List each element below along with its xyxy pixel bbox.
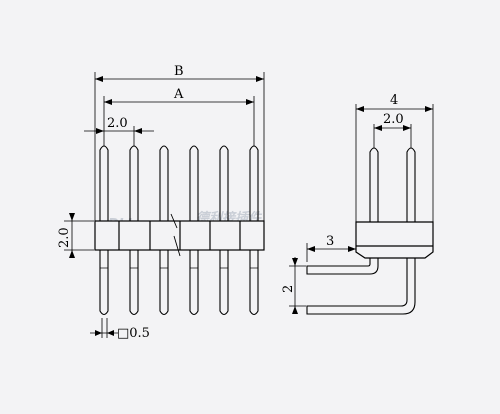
front-extension-lines (64, 72, 265, 338)
label-4: 4 (390, 93, 398, 108)
side-bent-pins (306, 258, 416, 315)
label-pitch-side: 2.0 (383, 112, 404, 127)
dimension-pin-square (90, 330, 118, 336)
label-height-front: 2.0 (57, 227, 72, 248)
dimension-4 (356, 106, 433, 112)
lower-pins (99, 250, 259, 316)
front-view (64, 72, 265, 338)
label-3: 3 (326, 234, 334, 249)
dimension-pitch-front (84, 128, 154, 134)
insulator-housing (94, 213, 265, 257)
dimension-3 (307, 246, 356, 252)
side-upper-pins (369, 147, 416, 222)
dimension-2 (292, 257, 298, 314)
side-housing (355, 221, 434, 259)
side-extension-lines (289, 104, 434, 307)
dimension-a (104, 99, 254, 105)
label-pin-square: □0.5 (117, 326, 150, 341)
label-2: 2 (281, 285, 296, 293)
upper-pins (99, 145, 259, 222)
dimension-height-front (69, 213, 75, 258)
dimension-pitch-side (374, 125, 411, 131)
dimension-b (95, 76, 264, 82)
side-view (289, 104, 434, 315)
label-pitch-front: 2.0 (107, 116, 128, 131)
label-b: B (174, 64, 184, 79)
label-a: A (173, 87, 184, 102)
